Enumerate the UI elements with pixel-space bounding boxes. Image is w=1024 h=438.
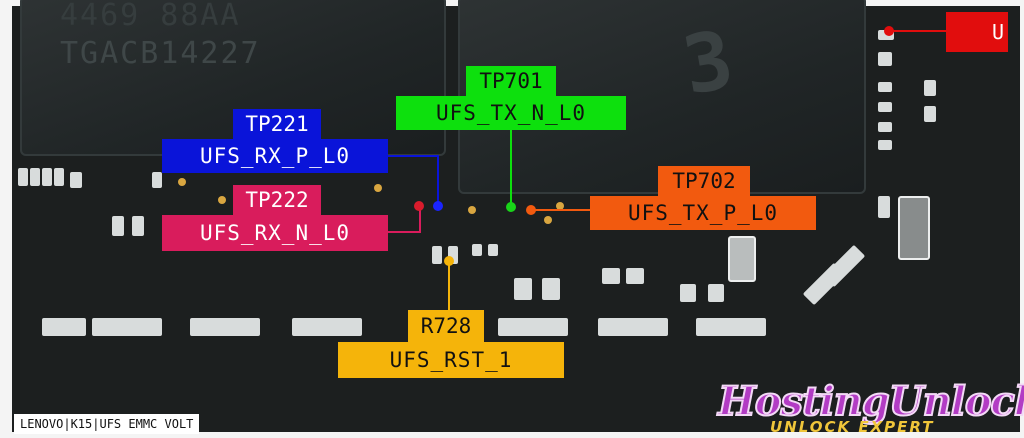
r728-net-label: UFS_RST_1 <box>338 342 564 378</box>
tp222-leader-line <box>388 231 420 233</box>
pad <box>878 82 892 92</box>
watermark-logo: HostingUnlock UNLOCK EXPERT <box>714 377 1024 436</box>
pad <box>514 278 532 300</box>
pad <box>112 216 124 236</box>
pad <box>924 80 936 96</box>
pad <box>292 318 362 336</box>
tp221-ref-label: TP221 <box>233 109 321 139</box>
pad <box>18 168 28 186</box>
watermark-tagline: UNLOCK EXPERT <box>770 418 935 436</box>
test-point <box>468 206 476 214</box>
pad <box>878 122 892 132</box>
tp702-marker <box>526 205 536 215</box>
r728-leader-line <box>448 262 450 310</box>
tp701-net-label: UFS_TX_N_L0 <box>396 96 626 130</box>
pad <box>680 284 696 302</box>
chip-logo: 3 <box>676 12 742 113</box>
capacitor <box>898 196 930 260</box>
test-point <box>178 178 186 186</box>
tp702-leader-line <box>534 209 590 211</box>
tp222-ref-label: TP222 <box>233 185 321 215</box>
pad <box>696 318 766 336</box>
top-right-label: U <box>946 12 1008 52</box>
pad <box>924 106 936 122</box>
pad <box>472 244 482 256</box>
tp221-net-label: UFS_RX_P_L0 <box>162 139 388 173</box>
tp221-leader-line <box>437 155 439 203</box>
pad <box>70 172 82 188</box>
tp702-net-label: UFS_TX_P_L0 <box>590 196 816 230</box>
pad <box>878 102 892 112</box>
capacitor <box>728 236 756 282</box>
pad <box>626 268 644 284</box>
test-point <box>218 196 226 204</box>
tp701-marker <box>506 202 516 212</box>
left-chip: 4469 88AA TGACB14227 <box>20 0 446 156</box>
pad <box>598 318 668 336</box>
pad <box>708 284 724 302</box>
pad <box>878 140 892 150</box>
r728-marker <box>444 256 454 266</box>
tp222-marker <box>414 201 424 211</box>
tp221-marker <box>433 201 443 211</box>
caption-bar: LENOVO|K15|UFS EMMC VOLT <box>14 414 200 434</box>
tp221-leader-line <box>388 155 438 157</box>
test-point <box>544 216 552 224</box>
pad <box>190 318 260 336</box>
test-point <box>556 202 564 210</box>
pad <box>602 268 620 284</box>
pad <box>92 318 162 336</box>
pad <box>498 318 568 336</box>
watermark-name: HostingUnlock <box>717 377 1024 426</box>
tp701-ref-label: TP701 <box>466 66 556 96</box>
r728-ref-label: R728 <box>408 310 484 342</box>
tp222-leader-line <box>419 208 421 233</box>
pad <box>542 278 560 300</box>
chip-marking-1: 4469 88AA <box>60 0 241 33</box>
pad <box>448 246 458 264</box>
chip-marking-2: TGACB14227 <box>60 36 261 71</box>
pad <box>54 168 64 186</box>
tp701-leader-line <box>510 130 512 204</box>
top-right-leader-line <box>890 30 948 32</box>
pad <box>878 196 890 218</box>
pad <box>878 52 892 66</box>
pad <box>432 246 442 264</box>
pad <box>132 216 144 236</box>
tp702-ref-label: TP702 <box>658 166 750 196</box>
test-point <box>374 184 382 192</box>
pad <box>30 168 40 186</box>
pad <box>42 318 86 336</box>
tp222-net-label: UFS_RX_N_L0 <box>162 215 388 251</box>
top-right-marker <box>884 26 894 36</box>
pad <box>488 244 498 256</box>
pad <box>152 172 162 188</box>
pad <box>42 168 52 186</box>
